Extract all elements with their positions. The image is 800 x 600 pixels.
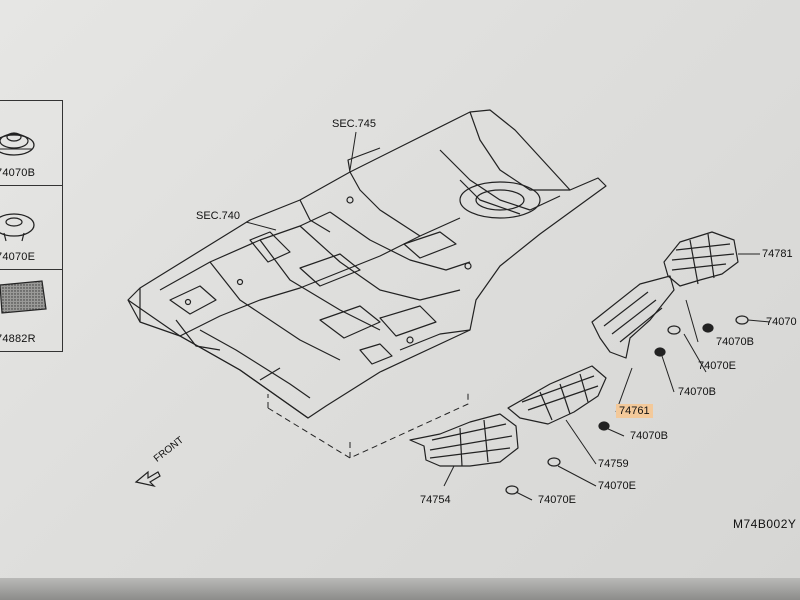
label-74754[interactable]: 74754 [420, 494, 451, 506]
monitor-bezel [0, 578, 800, 600]
parts-side-panel: 74070B 74070E 74882R [0, 100, 63, 352]
insulator-74761 [591, 275, 675, 359]
panel-label-74070b: 74070B [0, 167, 36, 179]
label-74070[interactable]: 74070 [766, 316, 797, 328]
insulator-74754 [409, 413, 519, 467]
label-74070b-lower[interactable]: 74070B [630, 430, 668, 442]
panel-cell-clip-b: 74070B [0, 101, 62, 186]
front-arrow-icon [134, 470, 161, 488]
insulator-74759 [507, 365, 607, 425]
label-74070b-middle[interactable]: 74070B [678, 386, 716, 398]
label-74070e-middle[interactable]: 74070E [598, 480, 636, 492]
label-74781[interactable]: 74781 [762, 248, 793, 260]
label-74761-highlighted[interactable]: 74761 [616, 404, 653, 418]
panel-label-74882r: 74882R [0, 333, 36, 345]
label-74759[interactable]: 74759 [598, 458, 629, 470]
clip-e-icon [0, 213, 35, 242]
floor-panel-outline [127, 109, 607, 419]
insulator-74781 [663, 231, 739, 287]
clip-b-icon [0, 132, 35, 156]
clips [505, 315, 749, 495]
label-74070e-upper[interactable]: 74070E [698, 360, 736, 372]
label-74070e-lower[interactable]: 74070E [538, 494, 576, 506]
label-sec-740[interactable]: SEC.740 [196, 210, 241, 222]
panel-label-74070e: 74070E [0, 251, 36, 263]
diagram-id: M74B002Y [733, 517, 797, 531]
label-74070b-upper[interactable]: 74070B [716, 336, 754, 348]
label-sec-745[interactable]: SEC.745 [332, 118, 377, 130]
panel-cell-clip-e: 74070E [0, 185, 62, 270]
insulator-pad-icon [0, 280, 47, 314]
panel-cell-pad: 74882R [0, 269, 62, 351]
